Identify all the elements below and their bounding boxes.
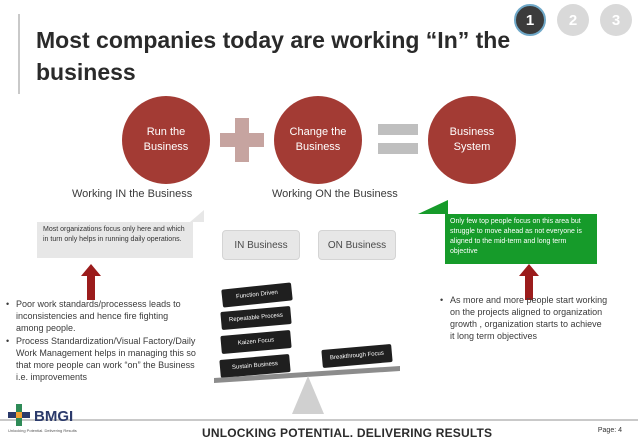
change-business-circle: Change the Business: [274, 96, 362, 184]
page-indicator-1[interactable]: 1: [514, 4, 546, 36]
block-kaizen-focus: Kaizen Focus: [220, 329, 292, 355]
left-bullet-1: Poor work standards/processess leads to …: [6, 298, 196, 334]
callout-pointer-green: [418, 200, 448, 214]
business-system-circle: Business System: [428, 96, 516, 184]
page-indicator-3[interactable]: 3: [600, 4, 632, 36]
in-business-box: IN Business: [222, 230, 300, 260]
equals-icon: [378, 124, 418, 135]
run-business-circle: Run the Business: [122, 96, 210, 184]
callout-pointer-grey: [190, 210, 204, 222]
left-rule-divider: [18, 14, 20, 94]
page-number-label: Page: 4: [597, 427, 622, 434]
right-bullet-list: As more and more people start working on…: [440, 294, 608, 343]
block-function-driven: Function Driven: [221, 282, 293, 308]
left-bullet-list: Poor work standards/processess leads to …: [6, 298, 196, 384]
right-bullet-1: As more and more people start working on…: [440, 294, 608, 342]
caption-working-on: Working ON the Business: [272, 188, 398, 200]
seesaw-lever: [214, 366, 400, 414]
page-indicator-2[interactable]: 2: [557, 4, 589, 36]
callout-on-business: Only few top people focus on this area b…: [445, 214, 597, 264]
block-repeatable-process: Repeatable Process: [220, 305, 292, 331]
up-arrow-icon: [81, 264, 101, 300]
bmgi-logo: BMGI: [34, 408, 74, 425]
plus-icon: [220, 133, 264, 147]
footer-divider: [0, 419, 638, 421]
footer-tagline: UNLOCKING POTENTIAL. DELIVERING RESULTS: [202, 426, 493, 440]
caption-working-in: Working IN the Business: [72, 188, 193, 200]
slide-title: Most companies today are working “In” th…: [36, 27, 511, 85]
callout-in-business: Most organizations focus only here and w…: [37, 222, 193, 258]
bmgi-logo-icon: [8, 404, 30, 426]
up-arrow-icon-right: [519, 264, 539, 300]
equals-icon-lower: [378, 143, 418, 154]
bmgi-logo-subtitle: Unlocking Potential. Delivering Results: [8, 428, 77, 433]
left-bullet-2: Process Standardization/Visual Factory/D…: [6, 335, 196, 383]
on-business-box: ON Business: [318, 230, 396, 260]
